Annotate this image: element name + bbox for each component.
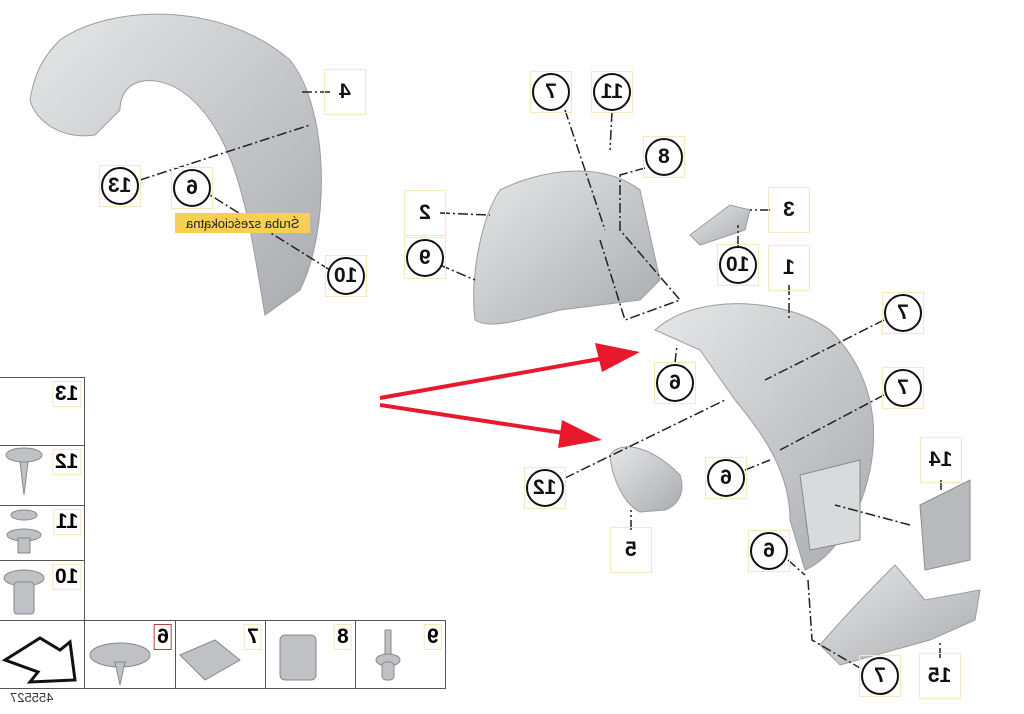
callout-10[interactable]: 10 [325, 255, 367, 297]
callout-8[interactable]: 8 [643, 136, 685, 178]
callout-label: 3 [783, 198, 795, 221]
part-2-liner-section [473, 170, 661, 325]
callout-label: 14 [929, 448, 953, 471]
part-5-cover [609, 446, 683, 513]
part-number: 9 [424, 624, 442, 650]
part-number: 7 [244, 624, 262, 650]
callout-label: 6 [669, 371, 681, 394]
callout-label: 13 [108, 174, 132, 197]
callout-4[interactable]: 4 [324, 69, 366, 115]
callout-label: 12 [533, 476, 557, 499]
callout-label: 10 [726, 253, 750, 276]
callout-13[interactable]: 13 [99, 165, 141, 207]
parts-table-cell-9: 9 [355, 620, 446, 689]
callout-6-highlighted[interactable]: 6 [171, 167, 213, 209]
parts-table-cell-12: 12 [0, 445, 85, 506]
callout-2[interactable]: 2 [404, 190, 446, 236]
parts-table-cell-6: 6 [84, 620, 176, 689]
callout-label: 7 [874, 664, 886, 687]
callout-7[interactable]: 7 [882, 292, 924, 334]
part-number: 6 [154, 624, 172, 650]
callout-label: 15 [928, 664, 952, 687]
callout-7[interactable]: 7 [882, 367, 924, 409]
callout-label: 11 [600, 80, 624, 103]
parts-table-cell-8: 8 [265, 620, 356, 689]
part-3-bracket [689, 204, 751, 246]
callout-7[interactable]: 7 [859, 655, 901, 697]
part-1-grille [799, 459, 861, 551]
parts-table-cell-arrow [0, 620, 85, 689]
callout-3[interactable]: 3 [768, 187, 810, 233]
red-arrows [379, 343, 640, 448]
part-number: 11 [52, 509, 82, 535]
parts-table-cell-11: 11 [0, 505, 85, 561]
callout-label: 7 [897, 376, 909, 399]
callout-label: 5 [625, 538, 637, 561]
callout-5[interactable]: 5 [610, 527, 652, 573]
leader-lines [139, 91, 942, 669]
parts-table-cell-7: 7 [175, 620, 266, 689]
direction-arrow-icon [1, 636, 77, 684]
callout-6-highlighted[interactable]: 6 [748, 530, 790, 572]
parts-table-cell-10: 10 [0, 560, 85, 621]
part-number: 8 [334, 624, 352, 650]
callout-label: 6 [720, 466, 732, 489]
parts-table-cell-13: 13 [0, 377, 85, 446]
callout-6-highlighted[interactable]: 6 [705, 457, 747, 499]
callout-11[interactable]: 11 [591, 71, 633, 113]
callout-label: 6 [186, 176, 198, 199]
part-number: 13 [51, 381, 82, 407]
callout-7[interactable]: 7 [530, 71, 572, 113]
callout-label: 7 [545, 80, 557, 103]
callout-label: 9 [419, 246, 431, 269]
callout-label: 2 [419, 201, 431, 224]
callout-label: 8 [658, 145, 670, 168]
tooltip-text: Śruba sześciokątna [185, 215, 300, 231]
callout-10[interactable]: 10 [717, 244, 759, 286]
callout-label: 4 [339, 80, 351, 103]
callout-15[interactable]: 15 [919, 653, 961, 699]
hover-tooltip: Śruba sześciokątna [175, 213, 310, 233]
callout-6-highlighted[interactable]: 6 [654, 362, 696, 404]
callout-label: 7 [897, 301, 909, 324]
callout-9[interactable]: 9 [404, 237, 446, 279]
part-15-deflector [819, 564, 981, 666]
callout-label: 6 [763, 539, 775, 562]
callout-12[interactable]: 12 [524, 467, 566, 509]
part-14-plate [919, 479, 971, 571]
wheel-arch-liner-rear [29, 13, 322, 316]
callout-1[interactable]: 1 [768, 245, 810, 291]
document-number: 455527 [10, 690, 54, 705]
callout-label: 1 [783, 256, 795, 279]
callout-14[interactable]: 14 [920, 437, 962, 483]
part-number: 10 [51, 564, 82, 590]
callout-label: 10 [334, 264, 358, 287]
part-number: 12 [51, 449, 82, 475]
